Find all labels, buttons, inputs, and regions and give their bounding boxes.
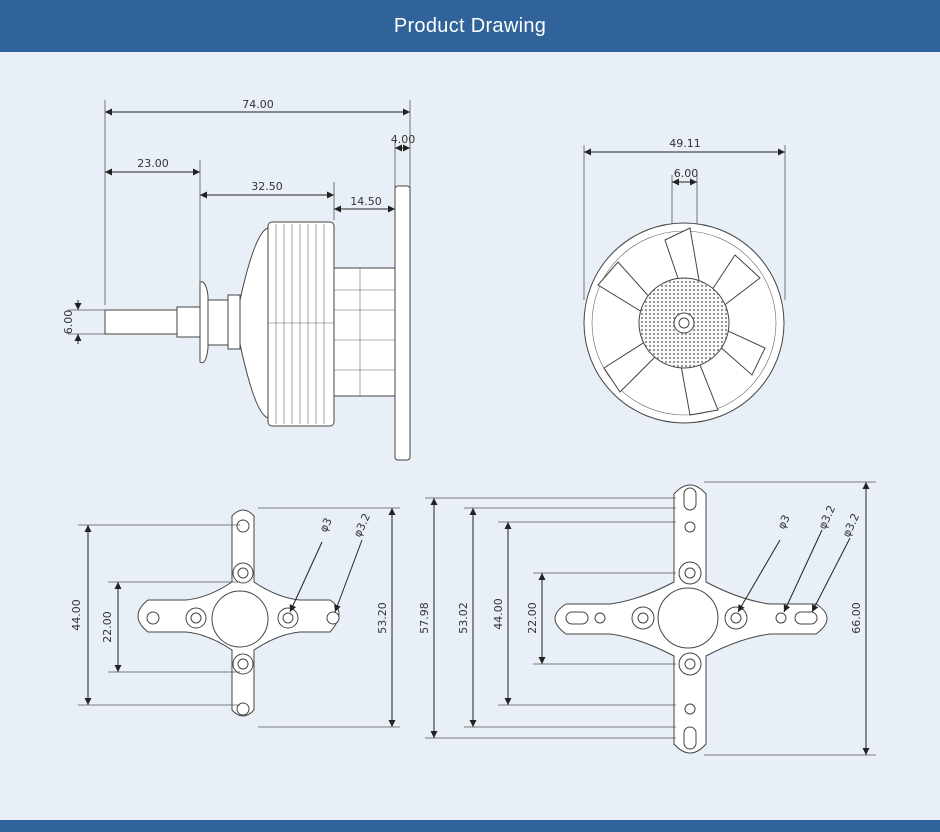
mount-large-hole-label-alt-1: φ3.2 (816, 503, 838, 531)
motor-mount-back (333, 267, 396, 397)
mount-small: φ3 φ3.2 44.00 22.00 53.20 (70, 507, 400, 728)
mount-large-holes (565, 487, 818, 750)
motor-flange (394, 185, 411, 461)
footer-bar (0, 820, 940, 832)
dim-outer-diameter: 49.11 (669, 137, 701, 150)
mount-large-hole-label-alt-2: φ3.2 (840, 511, 862, 539)
mount-small-span-44: 44.00 (70, 599, 83, 631)
dim-overall-length: 74.00 (242, 98, 274, 111)
side-view: 74.00 4.00 23.00 32.50 14.50 6.00 (62, 98, 416, 461)
mount-large-hole-label: φ3 (775, 513, 793, 531)
mount-large-span-53: 53.02 (457, 602, 470, 634)
drawing-canvas: 74.00 4.00 23.00 32.50 14.50 6.00 (0, 52, 940, 820)
dim-mount-length: 14.50 (350, 195, 382, 208)
motor-bell-front (239, 227, 269, 419)
dim-center-diameter: 6.00 (674, 167, 699, 180)
dim-body-length: 32.50 (251, 180, 283, 193)
header-bar: Product Drawing (0, 0, 940, 52)
technical-drawing: 74.00 4.00 23.00 32.50 14.50 6.00 (62, 98, 876, 756)
front-view: 49.11 6.00 (583, 137, 786, 424)
dim-shaft-length: 23.00 (137, 157, 169, 170)
mount-small-holes (146, 519, 340, 716)
mount-small-span-22: 22.00 (101, 611, 114, 643)
mount-large-span-22: 22.00 (526, 602, 539, 634)
motor-shaft (104, 309, 178, 335)
motor-spokes (597, 227, 766, 416)
mount-small-hole-label: φ3 (317, 516, 335, 534)
prop-adapter (199, 281, 209, 364)
mount-large: φ3 φ3.2 φ3.2 57.98 53.02 44.00 22.00 66.… (418, 481, 876, 756)
dim-flange-thickness: 4.00 (391, 133, 416, 146)
page-title: Product Drawing (393, 14, 547, 37)
mount-large-height: 57.98 (418, 602, 431, 634)
mount-small-hole-label-alt: φ3.2 (351, 511, 373, 539)
mount-small-height: 53.20 (376, 602, 389, 634)
dim-shaft-diameter: 6.00 (62, 310, 75, 335)
mount-large-span-44: 44.00 (492, 598, 505, 630)
mount-large-full-height: 66.00 (850, 602, 863, 634)
